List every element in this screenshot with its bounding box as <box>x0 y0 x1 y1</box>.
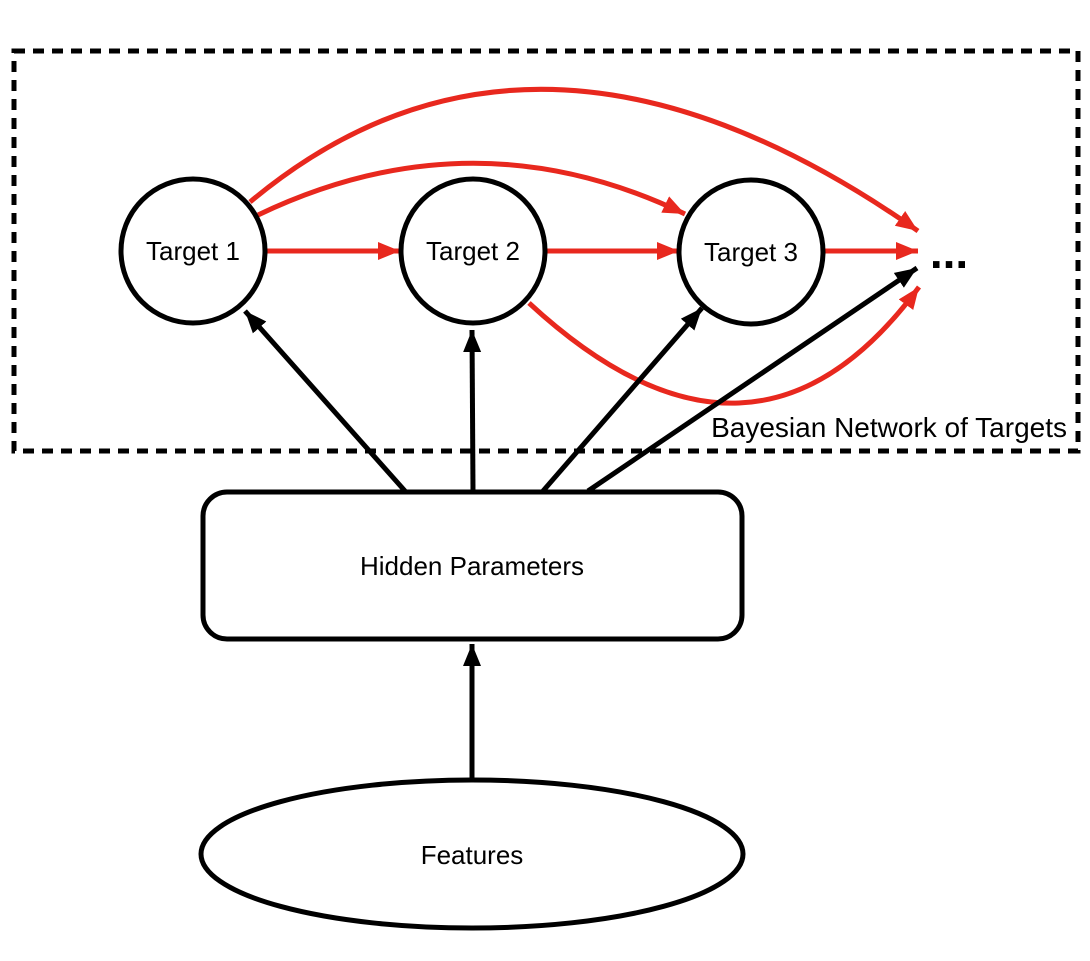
bayesian-network-dashed-box <box>11 48 1081 454</box>
features-ellipse <box>198 777 746 931</box>
target3-circle <box>676 177 826 327</box>
edge-hidden-parameters-to-target1 <box>243 309 407 493</box>
edge-hidden-parameters-to-target3 <box>541 306 704 493</box>
edge-target2-to-ellipsis <box>527 285 922 406</box>
hidden-parameters-label: Hidden Parameters <box>360 551 584 581</box>
target1-node: Target 1 <box>118 176 268 326</box>
target1-label: Target 1 <box>146 236 240 266</box>
more-targets-ellipsis: ... <box>930 226 968 278</box>
hidden-parameters-node: Hidden Parameters <box>200 489 745 642</box>
target2-circle <box>398 176 548 326</box>
edge-hidden-parameters-to-ellipsis <box>586 265 919 494</box>
target3-node: Target 3 <box>676 177 826 327</box>
features-node: Features <box>198 777 746 931</box>
target3-label: Target 3 <box>704 237 798 267</box>
hidden-parameters-box <box>200 489 745 642</box>
target1-circle <box>118 176 268 326</box>
target2-node: Target 2 <box>398 176 548 326</box>
edge-target1-to-target3 <box>256 160 687 218</box>
edge-hidden-parameters-to-target2 <box>463 329 482 492</box>
target2-label: Target 2 <box>426 236 520 266</box>
features-label: Features <box>421 840 524 870</box>
bayesian-network-caption: Bayesian Network of Targets <box>711 412 1067 443</box>
edge-target1-to-ellipsis <box>248 86 920 234</box>
